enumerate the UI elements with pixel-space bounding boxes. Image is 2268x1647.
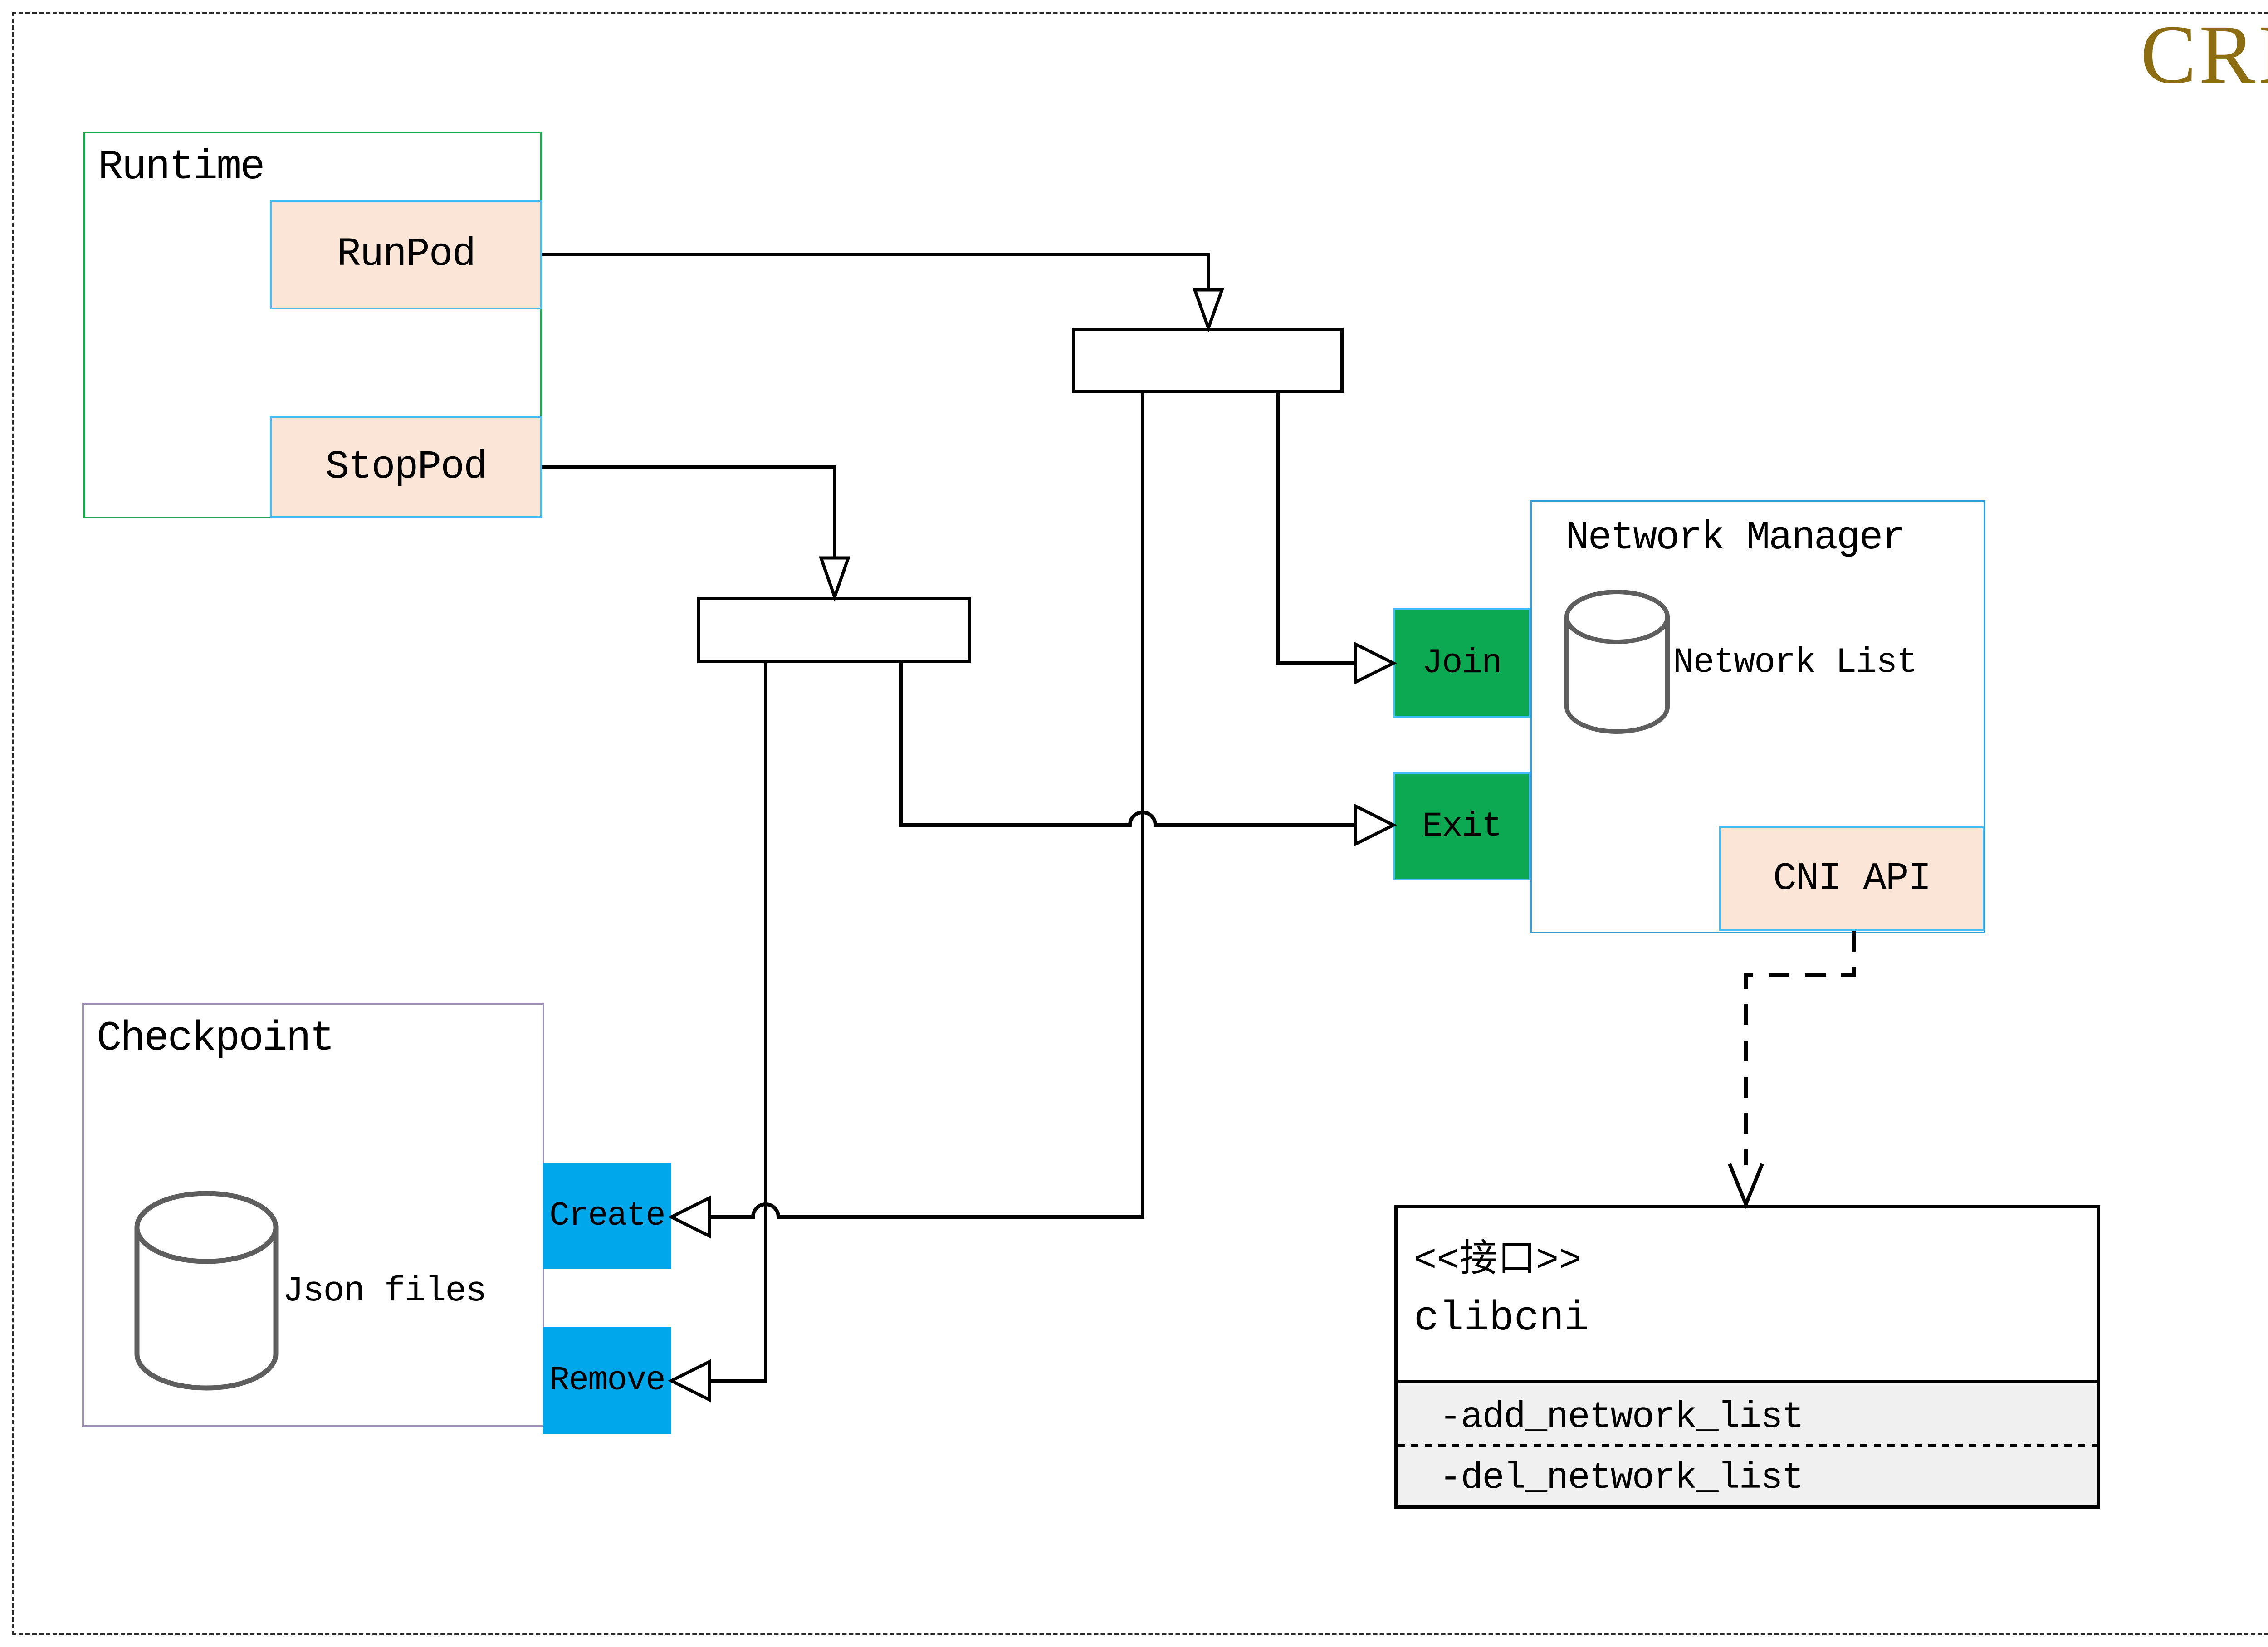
exit-button[interactable]: Exit — [1393, 772, 1530, 880]
exit-button-label: Exit — [1422, 807, 1502, 846]
runpod-button[interactable]: RunPod — [270, 200, 542, 309]
runtime-box-title: Runtime — [98, 143, 265, 191]
method-del-network-list: -del_network_list — [1439, 1457, 1804, 1499]
network-manager-box-title: Network Manager — [1565, 516, 1906, 561]
interface-class-box: <<接口>> clibcni -add_network_list -del_ne… — [1394, 1205, 2100, 1509]
json-files-label: Json files — [283, 1271, 487, 1311]
remove-button-label: Remove — [549, 1362, 665, 1400]
cni-api-button[interactable]: CNI API — [1719, 826, 1984, 931]
diagram-title: CRI — [2140, 8, 2268, 101]
interface-stereotype-label: <<接口>> — [1414, 1240, 1582, 1283]
stoppod-button-label: StopPod — [325, 445, 488, 490]
cni-api-button-label: CNI API — [1773, 856, 1931, 901]
stoppod-button[interactable]: StopPod — [270, 416, 542, 518]
remove-button[interactable]: Remove — [543, 1327, 671, 1434]
create-button-label: Create — [549, 1197, 665, 1235]
method-add-network-list: -add_network_list — [1439, 1396, 1804, 1438]
network-list-label: Network List — [1673, 643, 1918, 683]
create-button[interactable]: Create — [543, 1163, 671, 1269]
page-dashed-border — [12, 12, 2268, 1635]
merge-node-runpod — [1072, 328, 1344, 393]
interface-methods-section: -add_network_list -del_network_list — [1398, 1380, 2097, 1505]
join-button[interactable]: Join — [1393, 608, 1530, 718]
checkpoint-box-title: Checkpoint — [97, 1015, 335, 1062]
join-button-label: Join — [1422, 643, 1502, 683]
interface-name-label: clibcni — [1414, 1295, 1589, 1342]
runpod-button-label: RunPod — [337, 232, 476, 277]
method-divider — [1398, 1444, 2097, 1447]
merge-node-stoppod — [697, 597, 971, 663]
checkpoint-box: Checkpoint — [82, 1003, 544, 1427]
